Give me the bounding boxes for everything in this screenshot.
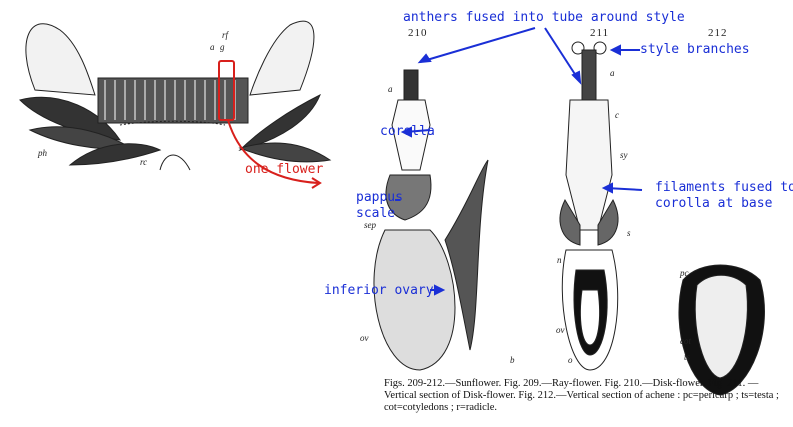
figure-number-211: 211 (590, 27, 610, 39)
label-sy: sy (620, 150, 628, 160)
label-ov-211: ov (556, 325, 565, 335)
label-b: b (510, 355, 515, 365)
pappus-scale-annotation: pappus scale (356, 190, 403, 221)
label-g: g (220, 42, 225, 52)
annotation-arrows (395, 27, 643, 296)
filaments-annotation: filaments fused to corolla at base (655, 180, 793, 211)
label-rc: rc (140, 157, 148, 167)
disk-flower-section-drawing (559, 41, 619, 371)
anthers-annotation: anthers fused into tube around style (403, 10, 685, 25)
label-c: c (615, 110, 619, 120)
sunflower-head-drawing (19, 20, 332, 171)
label-pc: pc (680, 268, 689, 278)
label-s: s (627, 228, 631, 238)
achene-section-drawing (678, 264, 765, 396)
label-ph: ph (38, 148, 47, 158)
label-rf: rf (222, 30, 229, 40)
one-flower-annotation: one flower (245, 162, 324, 177)
red-arrow (227, 119, 319, 184)
label-a: a (210, 42, 215, 52)
label-a-210: a (388, 84, 393, 94)
label-o: o (568, 355, 573, 365)
one-flower-highlight (218, 60, 235, 121)
figure-number-210: 210 (408, 27, 428, 39)
label-n: n (557, 255, 562, 265)
label-ts: ts (684, 352, 691, 362)
inferior-ovary-annotation: inferior ovary (324, 283, 434, 298)
corolla-annotation: corolla (380, 124, 435, 139)
label-ov-210: ov (360, 333, 369, 343)
label-a-211: a (610, 68, 615, 78)
label-cot: cot (680, 336, 691, 346)
disk-flower-drawing (373, 69, 489, 371)
label-sep: sep (364, 220, 376, 230)
style-branches-annotation: style branches (640, 42, 750, 57)
figure-caption: Figs. 209-212.—Sunflower. Fig. 209.—Ray-… (384, 378, 779, 413)
figure-number-212: 212 (708, 27, 728, 39)
